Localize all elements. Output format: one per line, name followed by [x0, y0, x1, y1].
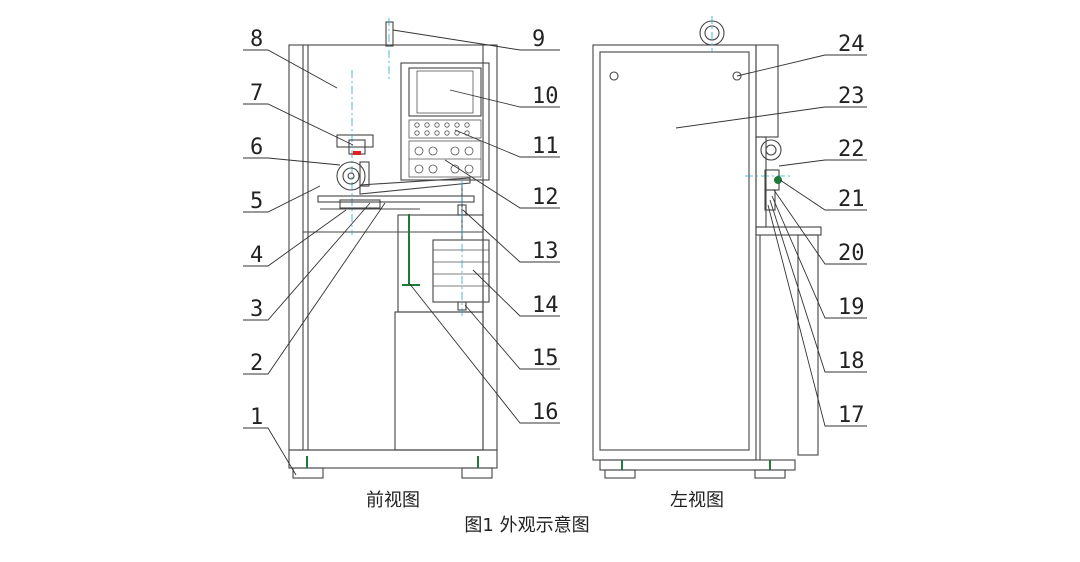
red-marker — [353, 151, 361, 155]
front-cabinet-outline — [288, 44, 498, 451]
roller — [336, 161, 366, 191]
callout-13: 13 — [532, 239, 559, 264]
weight-stack — [432, 239, 490, 311]
switch-panel — [408, 140, 482, 178]
callout-2: 2 — [250, 351, 263, 376]
platform — [317, 195, 475, 203]
side-knob — [774, 176, 782, 184]
callout-18: 18 — [838, 349, 865, 374]
front-view-label: 前视图 — [366, 490, 420, 511]
callout-5: 5 — [250, 189, 263, 214]
callout-15: 15 — [532, 346, 559, 371]
bolt-left — [609, 71, 619, 81]
callout-9: 9 — [532, 27, 545, 52]
callout-8: 8 — [250, 27, 263, 52]
front-base — [288, 449, 498, 469]
callout-24: 24 — [838, 32, 865, 57]
callout-23: 23 — [838, 84, 865, 109]
side-roller — [760, 139, 782, 161]
left-view — [592, 16, 822, 479]
callout-22: 22 — [838, 137, 865, 162]
bolt-right — [732, 71, 742, 81]
callout-10: 10 — [532, 84, 559, 109]
callout-20: 20 — [838, 241, 865, 266]
control-panel — [400, 62, 490, 181]
callout-4: 4 — [250, 243, 263, 268]
foot-left — [292, 467, 324, 479]
callout-11: 11 — [532, 134, 559, 159]
callout-3: 3 — [250, 297, 263, 322]
callout-19: 19 — [838, 295, 865, 320]
leader-lines — [243, 29, 867, 476]
callout-14: 14 — [532, 293, 559, 318]
side-door-panel — [599, 51, 750, 451]
callout-1: 1 — [250, 405, 263, 430]
top-handle — [385, 21, 394, 47]
callout-6: 6 — [250, 135, 263, 160]
callout-12: 12 — [532, 185, 559, 210]
display-screen — [408, 67, 482, 117]
callout-17: 17 — [838, 403, 865, 428]
left-view-label: 左视图 — [670, 490, 724, 511]
callout-numbers: 1 2 3 4 5 6 7 8 9 10 11 12 13 14 15 16 1… — [250, 27, 865, 430]
foot-right — [461, 467, 493, 479]
left-base — [599, 459, 796, 471]
left-cabinet-outline — [592, 44, 757, 461]
lever-arm — [359, 177, 471, 195]
callout-16: 16 — [532, 400, 559, 425]
callout-7: 7 — [250, 81, 263, 106]
front-view — [288, 18, 498, 479]
figure-caption: 图1 外观示意图 — [464, 515, 589, 536]
callout-21: 21 — [838, 187, 865, 212]
keypad — [408, 119, 482, 139]
